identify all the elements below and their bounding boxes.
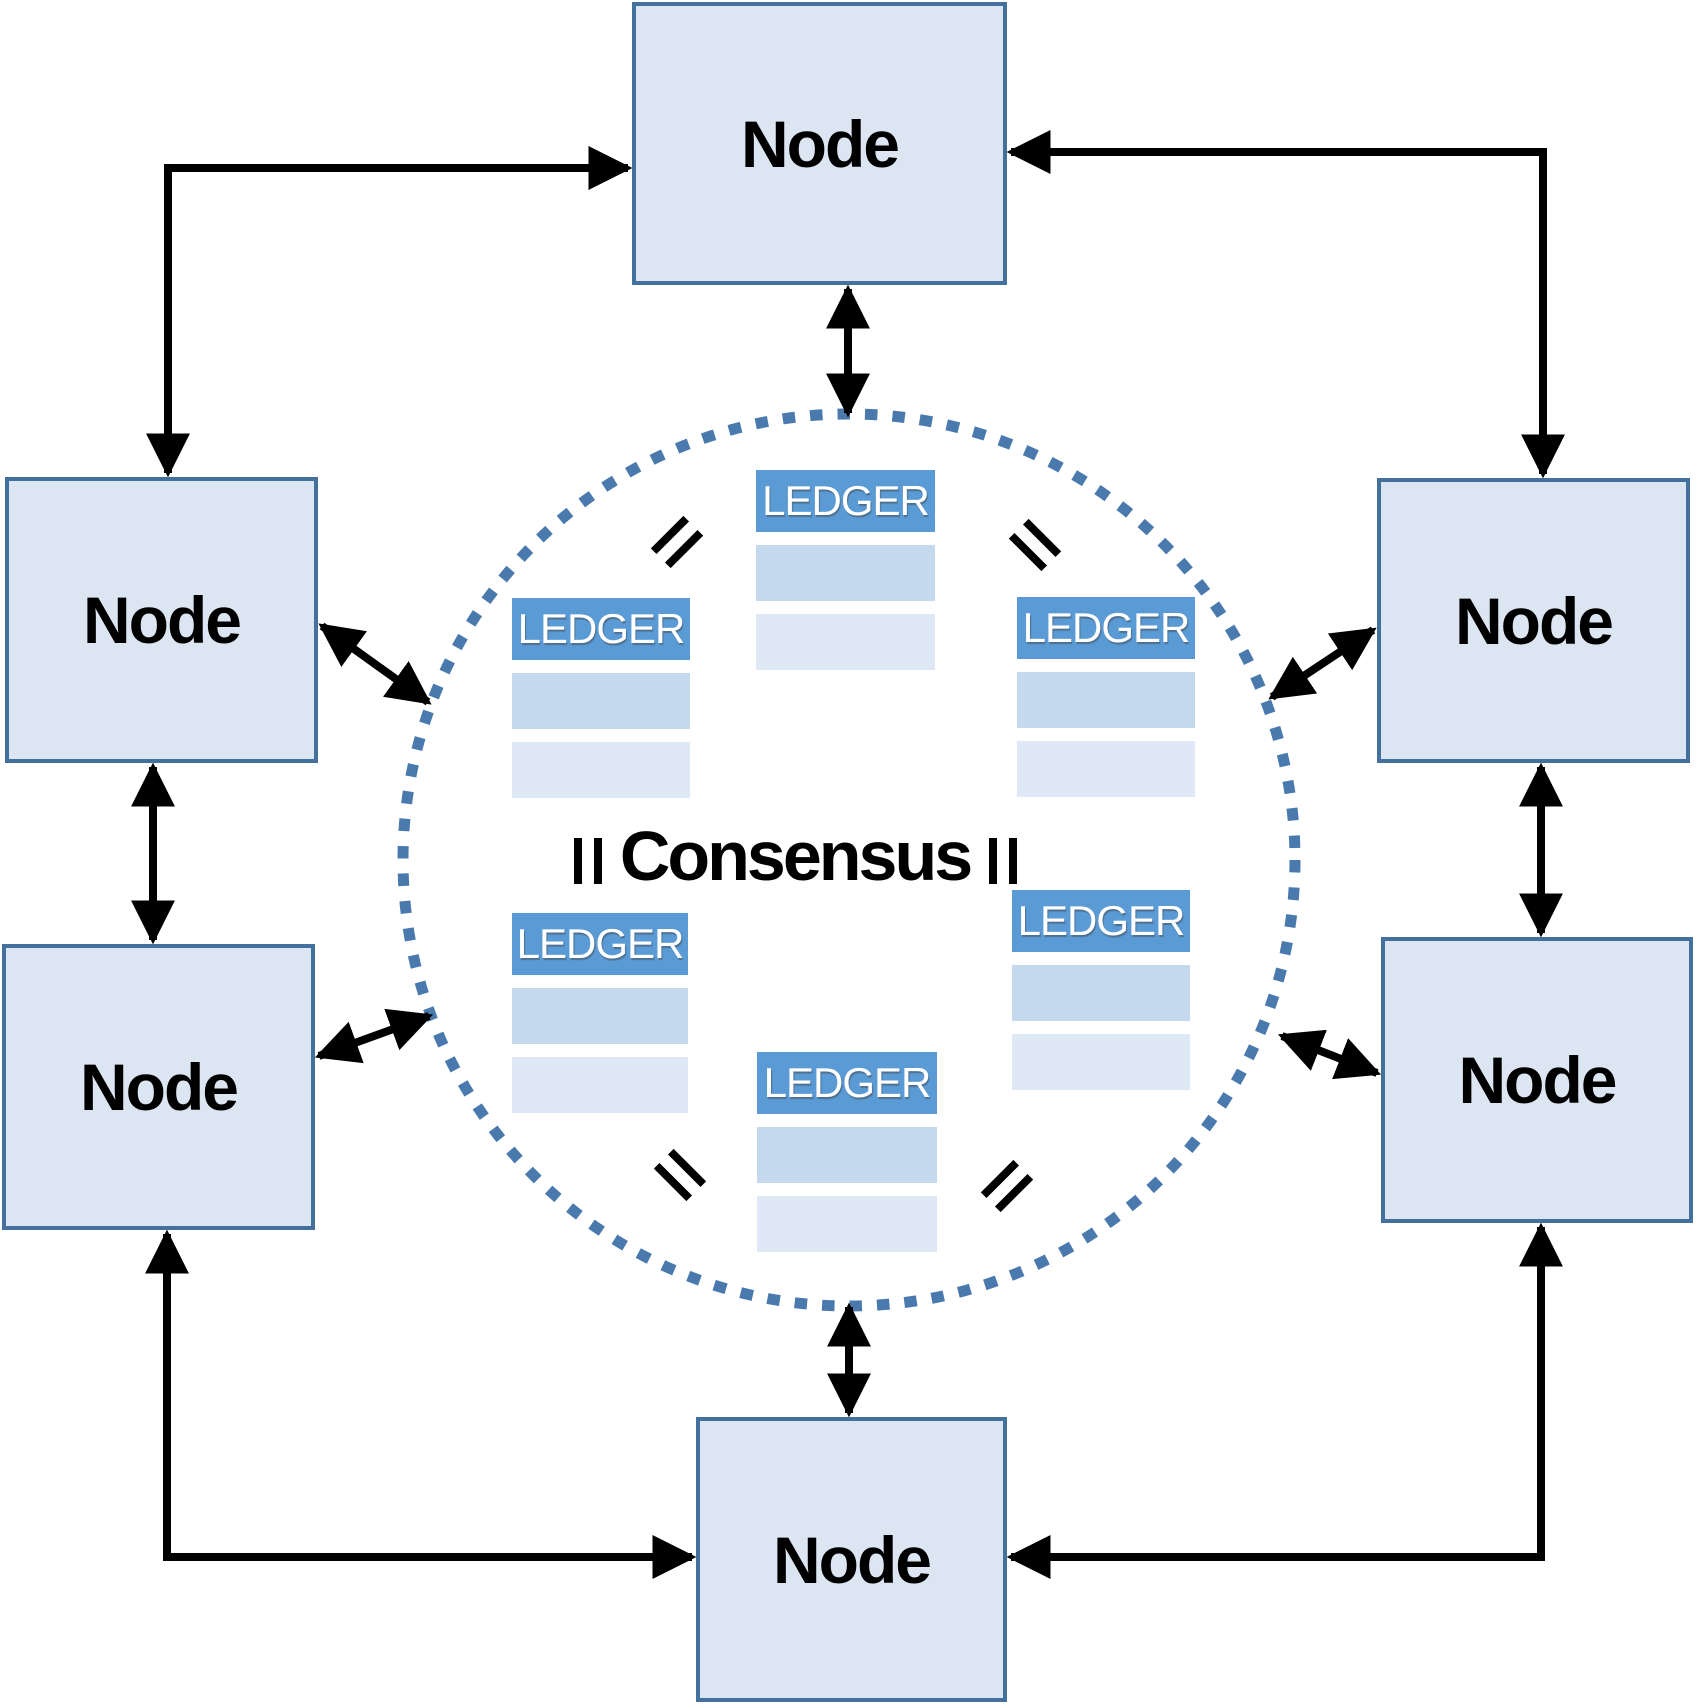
arrow-lowerright-circle bbox=[1277, 1029, 1382, 1080]
node-top: Node bbox=[632, 2, 1007, 285]
ledger-header: LEDGER bbox=[756, 470, 935, 532]
equals-bar bbox=[989, 838, 997, 884]
equals-icon-upper-left bbox=[650, 515, 704, 569]
ledger-row bbox=[512, 1057, 688, 1113]
ledger-upper-right: LEDGER bbox=[1017, 597, 1195, 797]
node-upper-right: Node bbox=[1377, 478, 1690, 763]
ledger-lower-right: LEDGER bbox=[1012, 890, 1190, 1090]
ledger-row bbox=[756, 545, 935, 601]
ledger-row bbox=[512, 673, 690, 729]
node-upper-left: Node bbox=[5, 477, 318, 763]
arrow-elbow-top-right bbox=[1006, 130, 1565, 479]
ledger-bottom: LEDGER bbox=[757, 1052, 937, 1252]
ledger-top: LEDGER bbox=[756, 470, 935, 670]
node-lower-left: Node bbox=[2, 944, 315, 1230]
ledger-row bbox=[1017, 741, 1195, 797]
ledger-row bbox=[1012, 965, 1190, 1021]
equals-bar bbox=[574, 838, 582, 884]
ledger-row bbox=[512, 742, 690, 798]
arrow-lowerleft-circle bbox=[314, 1008, 434, 1064]
arrow-elbow-top-left bbox=[146, 146, 633, 478]
ledger-header: LEDGER bbox=[757, 1052, 937, 1114]
equals-icon-upper-right bbox=[1008, 518, 1062, 572]
equals-icon-mid-left bbox=[574, 838, 602, 884]
arrow-elbow-bottom-left bbox=[145, 1229, 697, 1579]
ledger-row bbox=[756, 614, 935, 670]
arrow-upperright-circle bbox=[1268, 626, 1377, 701]
node-bottom: Node bbox=[696, 1417, 1007, 1702]
ledger-header: LEDGER bbox=[1012, 890, 1190, 952]
arrow-upperleft-circle bbox=[318, 622, 432, 706]
ledger-header: LEDGER bbox=[1017, 597, 1195, 659]
ledger-row bbox=[1017, 672, 1195, 728]
equals-icon-lower-left bbox=[653, 1148, 707, 1202]
ledger-header: LEDGER bbox=[512, 598, 690, 660]
equals-icon-mid-right bbox=[989, 838, 1017, 884]
ledger-upper-left: LEDGER bbox=[512, 598, 690, 798]
ledger-lower-left: LEDGER bbox=[512, 913, 688, 1113]
equals-bar bbox=[594, 838, 602, 884]
ledger-row bbox=[757, 1196, 937, 1252]
ledger-row bbox=[512, 988, 688, 1044]
ledger-header: LEDGER bbox=[512, 913, 688, 975]
consensus-label: Consensus bbox=[619, 817, 973, 895]
node-lower-right: Node bbox=[1381, 937, 1693, 1223]
ledger-row bbox=[757, 1127, 937, 1183]
equals-bar bbox=[1009, 838, 1017, 884]
ledger-row bbox=[1012, 1034, 1190, 1090]
arrow-elbow-bottom-right bbox=[1006, 1222, 1563, 1579]
equals-icon-lower-right bbox=[980, 1159, 1034, 1213]
